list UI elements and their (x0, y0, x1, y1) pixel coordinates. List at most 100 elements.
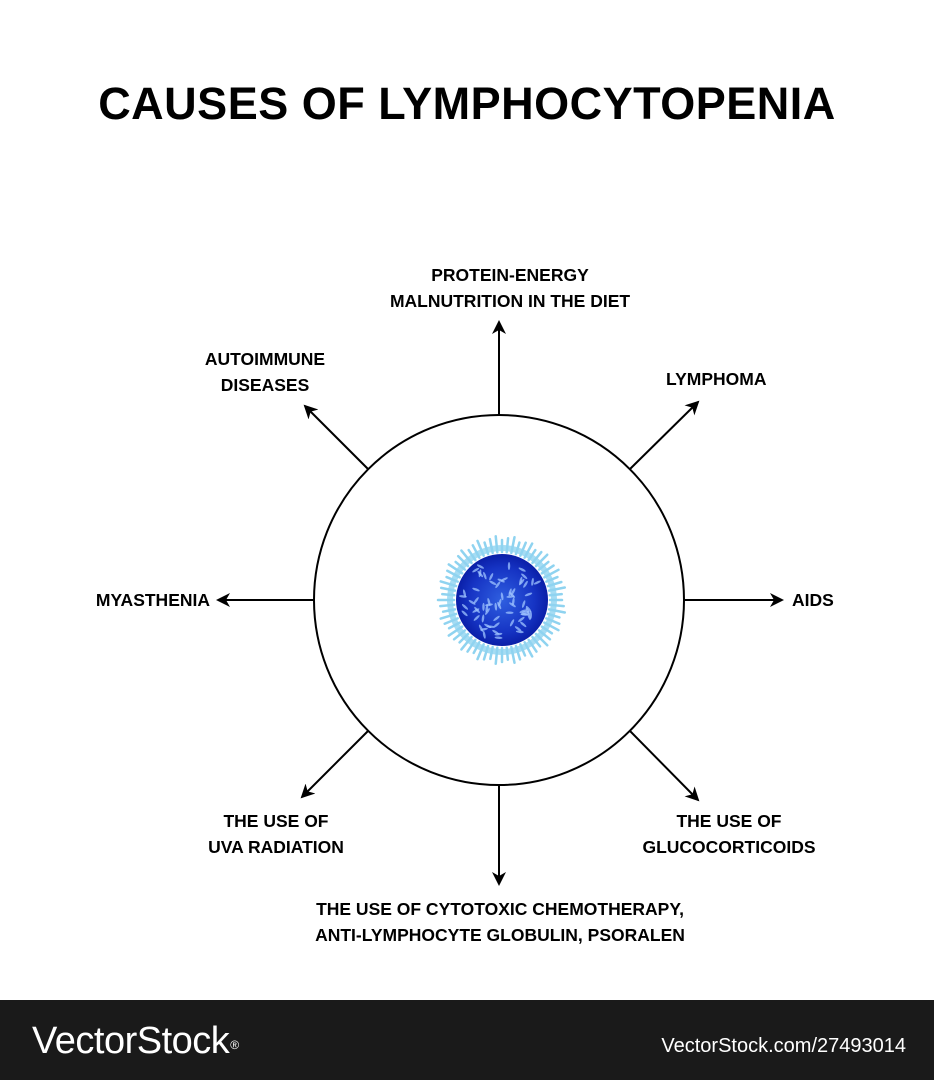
chromatin-fleck (489, 580, 497, 586)
chromatin-fleck (495, 581, 501, 589)
chromatin-fleck (489, 573, 494, 581)
membrane-projection (439, 603, 456, 608)
chromatin-fleck (461, 604, 469, 610)
membrane-projection (537, 629, 552, 641)
membrane-projection (452, 629, 467, 641)
chromatin-fleck (518, 567, 526, 572)
cause-label-left: MYASTHENIA (95, 590, 210, 610)
membrane-projection (466, 638, 477, 653)
page-title: CAUSES OF LYMPHOCYTOPENIA (98, 78, 836, 129)
membrane-projection (460, 549, 473, 565)
chromatin-fleck (480, 627, 488, 631)
cause-label-bottom-right: THE USE OF GLUCOCORTICOIDS (642, 811, 816, 857)
chromatin-fleck (527, 612, 531, 621)
chromatin-fleck (498, 598, 502, 607)
cause-diagram (216, 320, 784, 886)
membrane-projection (547, 608, 567, 614)
membrane-projection (458, 632, 470, 644)
membrane-projection (545, 575, 559, 583)
membrane-projection (527, 548, 537, 562)
chromatin-fleck (524, 592, 533, 597)
chromatin-fleck (521, 610, 530, 614)
membrane-projection (545, 617, 561, 625)
chromatin-fleck (500, 592, 504, 601)
membrane-projection (510, 535, 516, 555)
chromatin-fleck (482, 630, 486, 639)
membrane-projection (445, 575, 459, 583)
membrane-projection (441, 608, 457, 613)
chromatin-fleck (486, 625, 495, 628)
membrane-projection (546, 612, 561, 619)
chromatin-fleck (515, 630, 524, 634)
arrow-bottom-left (300, 730, 369, 799)
membrane-projection (489, 645, 494, 661)
membrane-projection (460, 635, 473, 651)
membrane-projection (531, 550, 543, 565)
chromatin-fleck (531, 577, 534, 586)
membrane-projection (467, 548, 477, 562)
membrane-projection (446, 569, 461, 579)
membrane-projection (447, 625, 464, 637)
membrane-projection (548, 603, 565, 608)
chromatin-fleck (520, 621, 527, 628)
membrane-projection (441, 592, 456, 597)
cause-label-bottom-left: THE USE OF UVA RADIATION (208, 811, 344, 857)
chromatin-fleck (485, 608, 490, 615)
chromatin-fleck (500, 577, 508, 582)
membrane-projection (523, 542, 534, 559)
chromatin-fleck (512, 597, 515, 606)
membrane-projection (476, 539, 485, 557)
chromatin-fleck (474, 606, 480, 614)
arrow-bottom-right (629, 730, 700, 802)
chromatin-fleck (494, 632, 503, 636)
membrane-projection (537, 560, 550, 571)
membrane-projection (454, 560, 467, 571)
arrow-top-left (303, 404, 369, 470)
membrane-projection (514, 541, 521, 556)
membrane-projection (494, 646, 499, 665)
membrane-projection (439, 580, 458, 588)
chromatin-fleck (476, 564, 485, 569)
membrane-projection (546, 580, 563, 588)
membrane-projection (543, 568, 560, 579)
cause-label-top: PROTEIN-ENERGY MALNUTRITION IN THE DIET (389, 265, 631, 311)
footer-image-id: VectorStock.com/27493014 (661, 1035, 906, 1057)
chromatin-fleck (514, 626, 522, 632)
membrane-projection (505, 537, 510, 554)
membrane-projection (514, 644, 522, 661)
chromatin-fleck (519, 609, 527, 614)
chromatin-fleck (521, 600, 526, 608)
chromatin-fleck (505, 611, 514, 614)
membrane-projection (472, 641, 481, 655)
cause-label-right: AIDS (792, 590, 834, 610)
membrane-projection (439, 612, 458, 620)
chromatin-fleck (520, 612, 529, 616)
chromatin-fleck (518, 578, 525, 586)
chromatin-fleck (477, 570, 484, 578)
chromatin-fleck (509, 602, 516, 608)
chromatin-fleck (493, 615, 500, 622)
cell-nucleus (456, 554, 548, 646)
membrane-projection (534, 553, 549, 568)
chromatin-fleck (493, 622, 500, 628)
chromatin-fleck (462, 589, 467, 598)
chromatin-fleck (487, 597, 491, 606)
membrane-projection (471, 544, 481, 559)
membrane-projection (527, 638, 538, 653)
membrane-projection (505, 646, 510, 661)
membrane-projection (540, 625, 554, 635)
cause-label-bottom: THE USE OF CYTOTOXIC CHEMOTHERAPY, ANTI-… (315, 899, 685, 945)
membrane-projection (447, 621, 461, 630)
membrane-projection (483, 541, 490, 556)
membrane-projection (531, 635, 542, 648)
chromatin-fleck (523, 580, 528, 588)
chromatin-fleck (521, 573, 528, 580)
membrane-projection (510, 645, 516, 665)
arrow-top-right (629, 400, 700, 470)
membrane-projection (519, 541, 527, 557)
chromatin-fleck (481, 614, 485, 623)
chromatin-fleck (525, 605, 532, 613)
chromatin-fleck (509, 619, 515, 627)
membrane-projection (447, 563, 464, 575)
